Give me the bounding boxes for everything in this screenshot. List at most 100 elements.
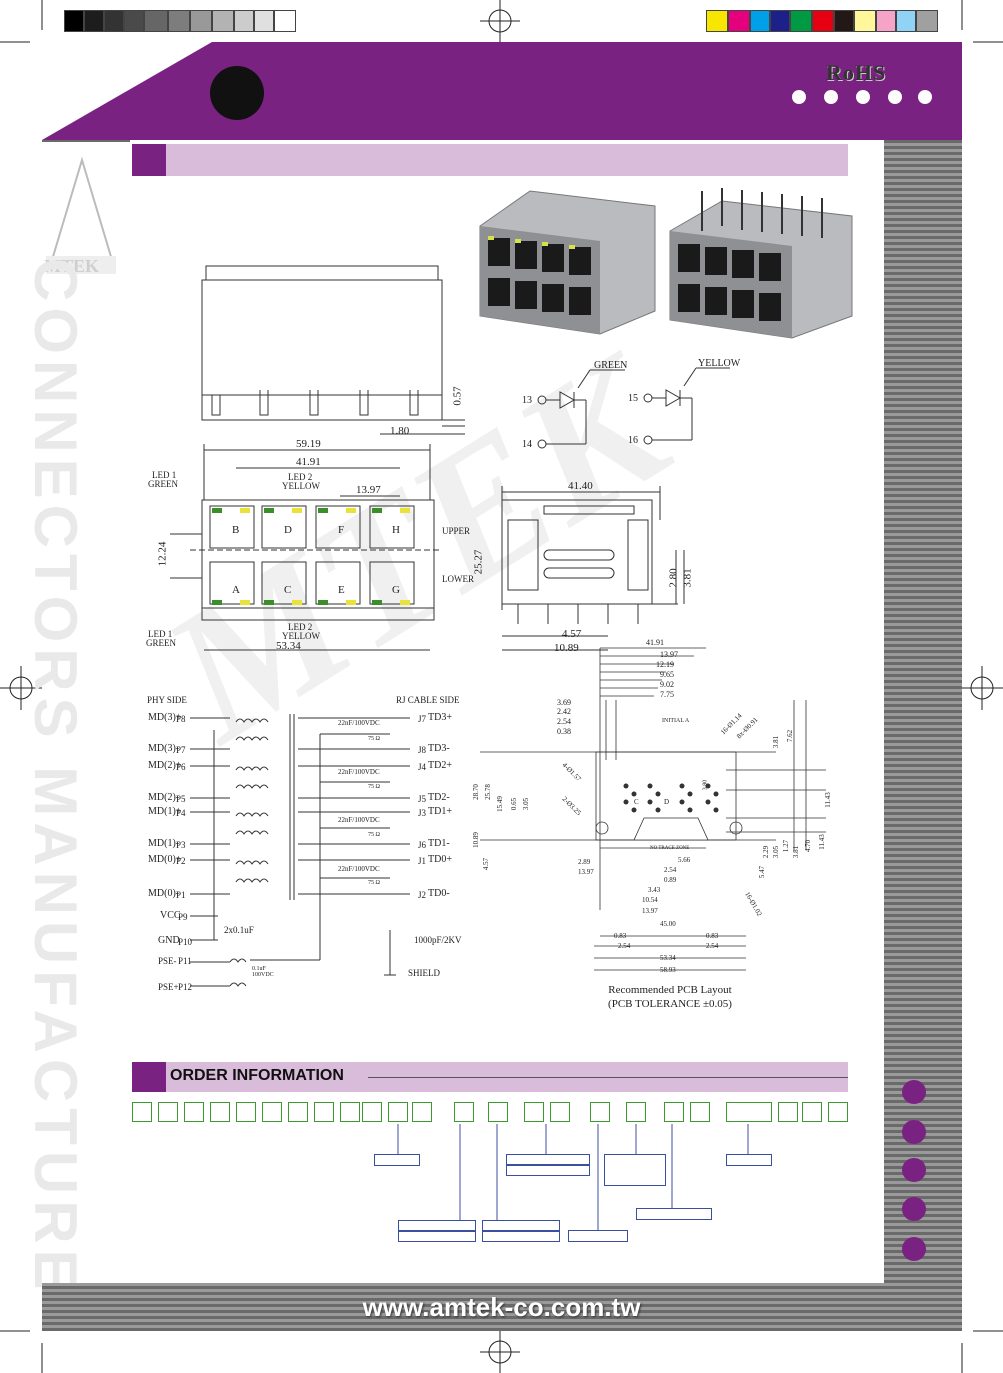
port-label-b: B: [232, 524, 240, 536]
order-info-square: [132, 1062, 166, 1092]
dim-5919: 59.19: [296, 438, 321, 450]
product-photo-back: [669, 188, 853, 339]
pcb-bot-089: 0.89: [664, 876, 677, 884]
pcb-left-2578: 25.78: [483, 784, 492, 800]
part-box[interactable]: [158, 1102, 178, 1122]
part-box[interactable]: [778, 1102, 798, 1122]
side-vertical-text: CONNECTORS MANUFACTURE: [22, 258, 89, 1296]
order-label-box: [506, 1164, 590, 1176]
pcb-bot-1054: 10.54: [642, 896, 658, 904]
part-box[interactable]: [236, 1102, 256, 1122]
part-box[interactable]: [412, 1102, 432, 1122]
part-box[interactable]: [210, 1102, 230, 1122]
part-box[interactable]: [262, 1102, 282, 1122]
part-box[interactable]: [340, 1102, 360, 1122]
port-label-e: E: [338, 584, 345, 596]
led-yellow-label: YELLOW: [698, 358, 741, 369]
port-label-f: F: [338, 524, 345, 536]
header-dot: [918, 90, 932, 104]
pin-p4: P4: [176, 808, 186, 818]
side-dot: [902, 1120, 926, 1144]
part-box[interactable]: [590, 1102, 610, 1122]
part-box[interactable]: [288, 1102, 308, 1122]
pin-vcc: VCC: [160, 910, 181, 921]
pcb-right-229: 2.29: [762, 845, 771, 859]
pcb-dim-4191: 41.91: [646, 638, 664, 647]
pin-p10: P10: [178, 937, 193, 947]
pin-md3m: MD(3)-: [148, 743, 180, 754]
dim-381: 3.81: [681, 568, 694, 588]
cap-label-3: 22nF/100VDC: [338, 816, 380, 824]
top-view-drawing: [201, 265, 465, 435]
pin-p12: P12: [178, 982, 193, 992]
dim-057: 0.57: [451, 386, 464, 406]
part-box[interactable]: [184, 1102, 204, 1122]
pcb-left-1549: 15.49: [495, 796, 504, 812]
pcb-right-762: 7.62: [786, 729, 795, 743]
part-box[interactable]: [690, 1102, 710, 1122]
pcb-dim-566: 5.66: [678, 856, 691, 864]
part-box[interactable]: [314, 1102, 334, 1122]
rohs-mark: RoHS: [826, 60, 887, 85]
pin-td0m: TD0-: [428, 888, 450, 899]
part-box[interactable]: [454, 1102, 474, 1122]
led1-bot-label: LED 1: [148, 629, 173, 639]
pcb-layout-drawing: [480, 647, 826, 971]
pcb-initial: INITIAL A: [662, 718, 690, 724]
pcb-left-457: 4.57: [482, 857, 491, 871]
pcb-left-1089: 10.89: [471, 832, 480, 848]
pin-p5: P5: [176, 794, 186, 804]
header-dot: [856, 90, 870, 104]
pcb-dim-242: 2.42: [557, 707, 571, 716]
port-label-a: A: [232, 584, 240, 596]
rj-side-label: RJ CABLE SIDE: [396, 695, 460, 705]
part-box[interactable]: [488, 1102, 508, 1122]
cap-label-4: 22nF/100VDC: [338, 865, 380, 873]
footer-band: [42, 1283, 962, 1331]
part-box[interactable]: [132, 1102, 152, 1122]
side-dot: [902, 1237, 926, 1261]
pcb-bot-5334: 53.34: [660, 954, 676, 962]
part-box[interactable]: [664, 1102, 684, 1122]
pin-md3p: MD(3)+: [148, 712, 182, 723]
part-box[interactable]: [362, 1102, 382, 1122]
pin-14-label: 14: [522, 439, 532, 450]
pcb-caption-2: (PCB TOLERANCE ±0.05): [608, 998, 732, 1010]
pcb-right-381b: 3.81: [792, 845, 801, 859]
pin-td1p: TD1+: [428, 806, 452, 817]
pcb-inner-c: C: [634, 798, 639, 806]
part-box[interactable]: [626, 1102, 646, 1122]
pin-j2: J2: [418, 890, 427, 900]
front-view-drawing: [170, 444, 440, 651]
cap-label-1: 22nF/100VDC: [338, 719, 380, 727]
pin-pse-minus: PSE-: [158, 956, 177, 966]
pin-md1m: MD(1)-: [148, 838, 180, 849]
dim-280: 2.80: [667, 568, 680, 588]
res-label-3: 75 Ω: [368, 832, 380, 838]
pcb-bot-1397b: 13.97: [642, 907, 658, 915]
order-label-box: [398, 1230, 476, 1242]
product-photo-front: [479, 190, 656, 335]
dim-2527: 25.27: [472, 549, 485, 575]
cap-label-2: 22nF/100VDC: [338, 768, 380, 776]
right-stripe: [884, 130, 962, 1283]
amtek-logo: [46, 156, 116, 274]
pcb-right-305: 3.05: [772, 845, 781, 859]
pin-j8: J8: [418, 745, 427, 755]
part-box[interactable]: [550, 1102, 570, 1122]
circuit-schematic: [190, 714, 410, 987]
footer-url[interactable]: www.amtek-co.com.tw: [362, 1292, 641, 1322]
order-label-box: [482, 1220, 560, 1232]
part-box[interactable]: [726, 1102, 772, 1122]
pcb-dim-369: 3.69: [557, 698, 571, 707]
part-box[interactable]: [388, 1102, 408, 1122]
part-box[interactable]: [828, 1102, 848, 1122]
green-bot-label: GREEN: [146, 638, 176, 648]
part-box[interactable]: [524, 1102, 544, 1122]
pcb-inner-380: 3.80: [702, 779, 709, 791]
vcc-cap-label: 2x0.1uF: [224, 925, 254, 935]
part-box[interactable]: [802, 1102, 822, 1122]
order-label-box: [482, 1230, 560, 1242]
pin-p3: P3: [176, 840, 186, 850]
